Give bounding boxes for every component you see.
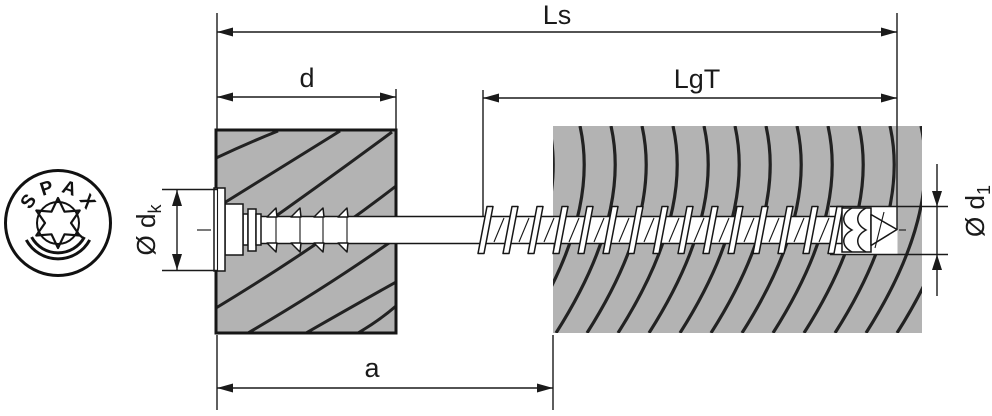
torx-circle (36, 201, 80, 245)
logo-swoosh-inner (30, 236, 86, 255)
screw-head (213, 187, 244, 272)
dimension-label-d1: Ø d1 (960, 185, 992, 237)
screw-shank (257, 215, 843, 245)
tip-thread-line (874, 211, 885, 249)
dimension-dk: Ø dk (131, 188, 217, 272)
logo-swoosh-outer (24, 239, 92, 261)
dimension-lgt: LgT (482, 64, 897, 216)
head-neck-rings (242, 208, 262, 252)
dimension-a: a (216, 335, 554, 410)
spax-tstar-logo: S P A X (4, 169, 112, 277)
dimension-d: d (217, 63, 397, 129)
dimension-label-d: d (299, 63, 314, 93)
thread-root-lines (493, 217, 830, 243)
torx-star-icon (35, 196, 81, 250)
logo-letter-p: P (38, 177, 57, 201)
logo-outer-circle (4, 169, 112, 277)
under-head-thread-crests (266, 207, 349, 253)
tip-4cut-flute (843, 207, 854, 253)
dimension-d1: Ø d1 (830, 164, 992, 296)
screw-head-body (224, 203, 244, 256)
dimension-ls: Ls (216, 0, 898, 229)
screw (197, 187, 906, 272)
main-thread-crests (477, 205, 844, 255)
dimension-label-ls: Ls (543, 0, 572, 30)
logo-letter-a: A (59, 177, 79, 201)
dimension-label-a: a (364, 353, 380, 383)
screw-head-flange (213, 187, 226, 272)
screw-tip (841, 207, 898, 253)
dimension-label-dk: Ø dk (131, 204, 165, 256)
dimension-label-lgt: LgT (674, 64, 721, 94)
tip-4cut-flute-2 (857, 207, 868, 253)
logo-tick-mark (76, 232, 84, 239)
